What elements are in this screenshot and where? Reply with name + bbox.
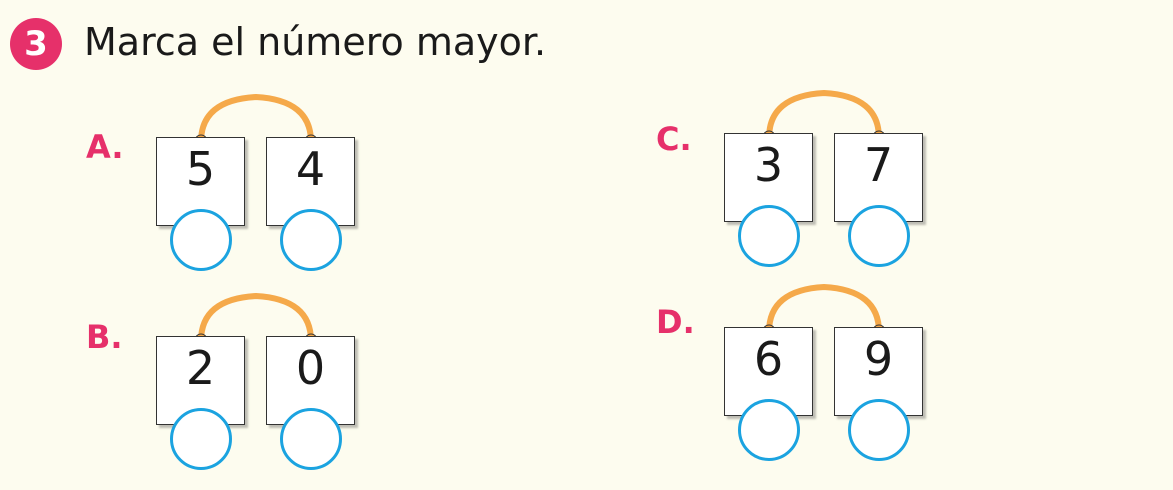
item-label-a: A. xyxy=(86,128,124,166)
instruction-text: Marca el número mayor. xyxy=(84,20,547,64)
answer-circle[interactable] xyxy=(848,205,910,267)
answer-circle[interactable] xyxy=(280,408,342,470)
item-a: 5 4 xyxy=(156,93,361,287)
item-label-c: C. xyxy=(656,120,692,158)
exercise-number-badge: 3 xyxy=(10,18,62,70)
answer-circle[interactable] xyxy=(170,408,232,470)
answer-circle[interactable] xyxy=(738,399,800,461)
answer-circle[interactable] xyxy=(848,399,910,461)
item-label-d: D. xyxy=(656,303,695,341)
answer-circle[interactable] xyxy=(738,205,800,267)
item-d: 6 9 xyxy=(724,283,929,477)
answer-circle[interactable] xyxy=(280,209,342,271)
item-label-b: B. xyxy=(86,318,123,356)
item-c: 3 7 xyxy=(724,89,929,283)
item-b: 2 0 xyxy=(156,292,361,486)
answer-circle[interactable] xyxy=(170,209,232,271)
